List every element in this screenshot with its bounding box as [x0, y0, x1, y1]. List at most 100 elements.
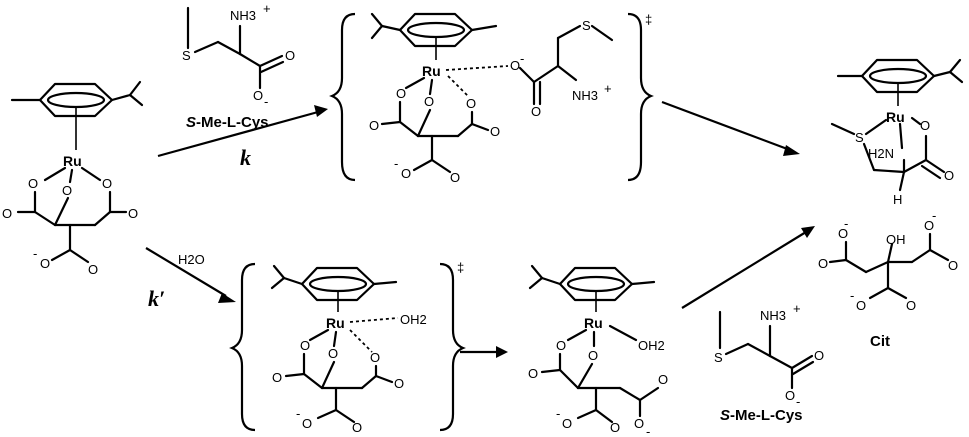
sulfur-atom: S: [855, 130, 864, 145]
charge-minus: -: [850, 288, 854, 303]
oxygen-atom: O: [272, 370, 282, 385]
arrows: [145, 100, 815, 358]
c-o-bond: [928, 248, 950, 262]
starting-complex: Ru O O O O O O - O: [2, 80, 144, 277]
smecys-bottom: S NH3 + O O - S-Me-L-Cys: [714, 301, 824, 424]
c-c-bond: [556, 24, 582, 40]
c-c-bond: [238, 52, 262, 68]
amine-group: H2N: [868, 146, 894, 161]
charge-minus: -: [932, 208, 936, 223]
ammonium-group: NH3: [572, 88, 598, 103]
isopropyl-bond: [128, 93, 144, 107]
oxygen-atom: O: [88, 262, 98, 277]
isopropyl-bond: [948, 70, 964, 84]
c-o-bond: [868, 286, 890, 300]
oxygen-atom: O: [944, 168, 954, 183]
c-c-bond: [902, 158, 928, 174]
c-c-bond: [302, 372, 324, 390]
c-c-bond: [872, 168, 906, 174]
aqua-intermediate: Ru OH2 O O O O O - O - O: [528, 264, 668, 437]
charge-minus: -: [556, 406, 560, 421]
ruthenium-atom: Ru: [584, 315, 603, 331]
isopropyl-bond: [380, 24, 402, 32]
s-c-bond: [830, 122, 856, 136]
oxygen-atom: O: [588, 348, 598, 363]
c-o-bond: [920, 164, 942, 180]
charge-minus: -: [844, 216, 848, 231]
ru-o-bond: [428, 78, 434, 96]
isopropyl-bond: [272, 264, 286, 280]
rate-constant-k: k: [240, 145, 251, 170]
c-c-bond: [532, 64, 560, 84]
isopropyl-bond: [932, 70, 952, 78]
charge-minus: -: [264, 94, 268, 109]
oxygen-atom: O: [2, 206, 12, 221]
oxygen-atom: O: [906, 298, 916, 313]
bracket-left: [329, 12, 356, 182]
charge-minus: -: [646, 424, 650, 437]
arene-aromatic-circle: [308, 275, 368, 293]
c-c-bond: [398, 120, 420, 138]
oxygen-atom: O: [814, 348, 824, 363]
c-o-bond: [638, 386, 660, 402]
ruthenium-atom: Ru: [326, 315, 345, 331]
oxygen-atom: O: [450, 170, 460, 185]
water-reagent: H2O: [178, 252, 205, 267]
isopropyl-bond: [270, 276, 286, 290]
oxygen-atom: O: [838, 226, 848, 241]
aqua-ligand: OH2: [638, 338, 665, 353]
lower-transition-state: ‡ Ru OH2 O O O O O O - O: [229, 260, 466, 435]
c-o-bond: [470, 122, 490, 132]
oxygen-atom: O: [28, 176, 38, 191]
c-o-bond: [380, 120, 402, 126]
arene-aromatic-circle: [46, 91, 106, 109]
isopropyl-bond: [540, 276, 562, 286]
oxygen-atom: O: [924, 218, 934, 233]
ru-o-bond: [43, 166, 67, 182]
oxygen-atom: O: [920, 118, 930, 133]
c-o-bond: [924, 158, 946, 174]
ammonium-group: NH3: [230, 8, 256, 23]
arrowhead: [783, 145, 800, 156]
ruthenium-atom: Ru: [886, 109, 905, 125]
s-c-bond: [862, 142, 876, 172]
dagger: ‡: [457, 260, 464, 275]
ru-n-bond: [898, 122, 904, 150]
c-o-bond: [412, 158, 434, 172]
c-o-bond: [791, 360, 815, 376]
hydroxyl-group: OH: [886, 232, 906, 247]
hydrogen-atom: H: [893, 192, 902, 207]
charge-minus: -: [796, 394, 800, 409]
oxygen-atom: O: [785, 388, 795, 403]
bracket-right: [439, 262, 466, 432]
s-c-bond: [590, 24, 614, 42]
isopropyl-bond: [110, 93, 132, 102]
c-c-bond: [844, 258, 868, 274]
dashed-bond: [349, 329, 373, 353]
dashed-bond: [447, 75, 469, 97]
oxygen-atom: O: [528, 366, 538, 381]
c-c-bond: [768, 354, 794, 370]
c-n-bond: [556, 64, 578, 82]
c-c-bond: [910, 248, 932, 264]
ru-o-bond: [308, 328, 330, 342]
c-o-bond: [258, 54, 284, 68]
arrow-upper: [157, 110, 319, 158]
c-o-bond: [886, 242, 894, 264]
oxygen-atom: O: [102, 176, 112, 191]
oxygen-atom: O: [394, 376, 404, 391]
ru-s-bond: [864, 118, 888, 136]
c-c-bond: [216, 40, 242, 56]
oxygen-atom: O: [856, 298, 866, 313]
c-o-bond: [828, 258, 848, 264]
aqua-ligand: OH2: [400, 312, 427, 327]
c-c-bond: [93, 210, 112, 227]
c-o-bond: [316, 408, 338, 420]
s-c-bond: [724, 342, 750, 356]
charge-plus: +: [604, 81, 612, 96]
oxygen-atom: O: [401, 166, 411, 181]
oxygen-atom: O: [369, 118, 379, 133]
isopropyl-bond: [528, 276, 544, 290]
